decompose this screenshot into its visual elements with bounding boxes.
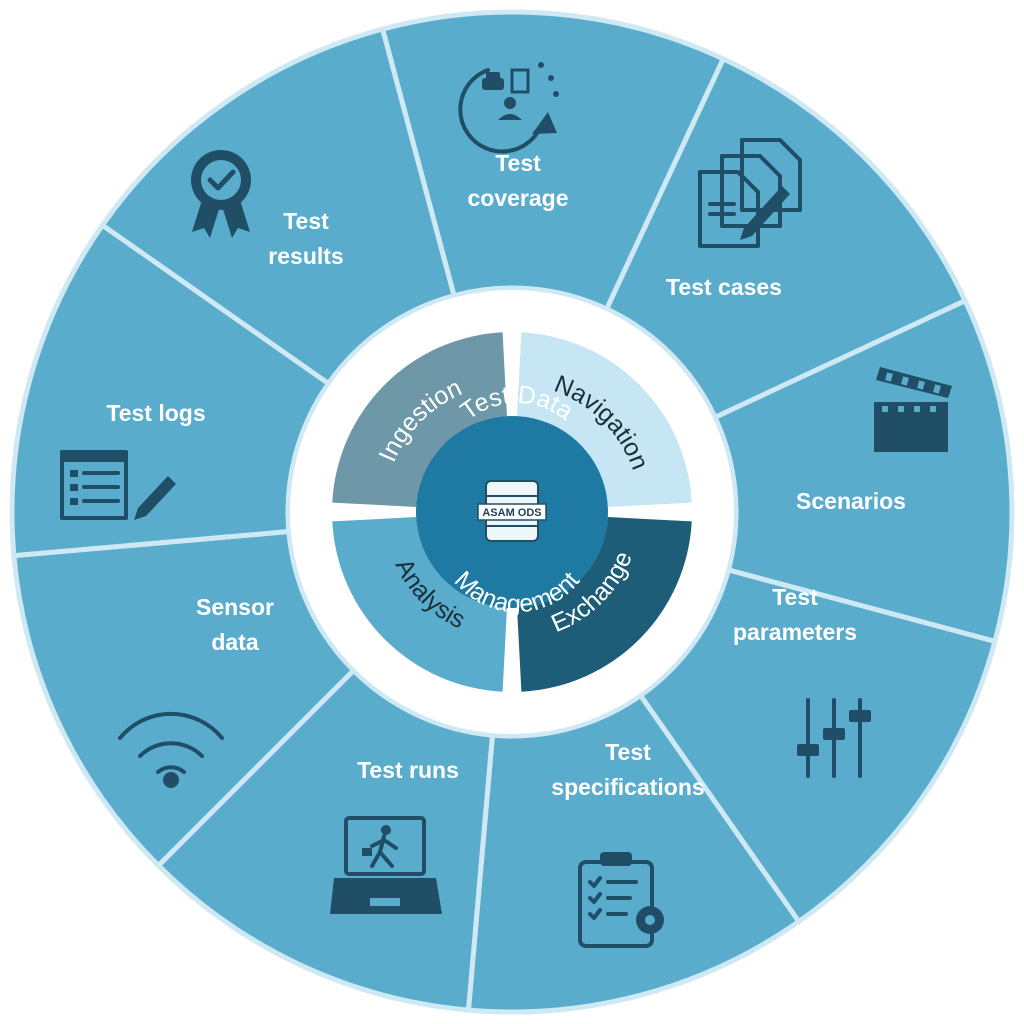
label-line: Test <box>283 208 329 234</box>
label-line: Test logs <box>106 400 205 426</box>
laptop-icon <box>330 816 442 914</box>
label-line: Scenarios <box>796 488 906 514</box>
documents-icon <box>698 138 802 248</box>
quadrant-analysis <box>332 517 507 692</box>
label-sensor-data: Sensor data <box>196 594 274 655</box>
label-scenarios: Scenarios <box>796 488 906 514</box>
label-line: Sensor <box>196 594 274 620</box>
wifi-icon <box>118 711 224 788</box>
clipboard-icon <box>578 852 664 948</box>
label-test-results: Test results <box>268 208 343 269</box>
label-test-logs: Test logs <box>106 400 205 426</box>
label-test-parameters: Test parameters <box>733 584 857 645</box>
label-line: coverage <box>467 185 568 211</box>
label-test-specifications: Test specifications <box>551 739 704 800</box>
database-icon: ASAM ODS <box>477 480 547 542</box>
label-line: Test runs <box>357 757 459 783</box>
coverage-cycle-icon <box>458 62 559 154</box>
label-test-runs: Test runs <box>357 757 459 783</box>
label-test-coverage: Test coverage <box>467 150 568 211</box>
label-line: results <box>268 243 343 269</box>
segment-test-specifications <box>465 692 803 1015</box>
segment-test-results <box>98 25 458 388</box>
log-form-icon <box>60 450 176 520</box>
label-line: Test <box>605 739 651 765</box>
db-label: ASAM ODS <box>482 507 541 519</box>
quadrant-exchange <box>517 517 692 692</box>
segment-test-runs <box>154 666 496 1013</box>
label-line: data <box>211 629 259 655</box>
quadrant-ingestion <box>332 332 507 507</box>
sliders-icon <box>797 698 871 778</box>
segment-sensor-data <box>11 528 358 870</box>
label-line: parameters <box>733 619 857 645</box>
label-line: Test cases <box>666 274 782 300</box>
label-test-cases: Test cases <box>666 274 782 300</box>
clapperboard-icon <box>874 367 952 452</box>
label-line: specifications <box>551 774 704 800</box>
award-badge-icon <box>191 150 251 238</box>
quadrant-navigation <box>517 332 692 507</box>
label-line: Test <box>772 584 818 610</box>
segment-test-cases <box>603 55 969 421</box>
label-line: Test <box>495 150 541 176</box>
